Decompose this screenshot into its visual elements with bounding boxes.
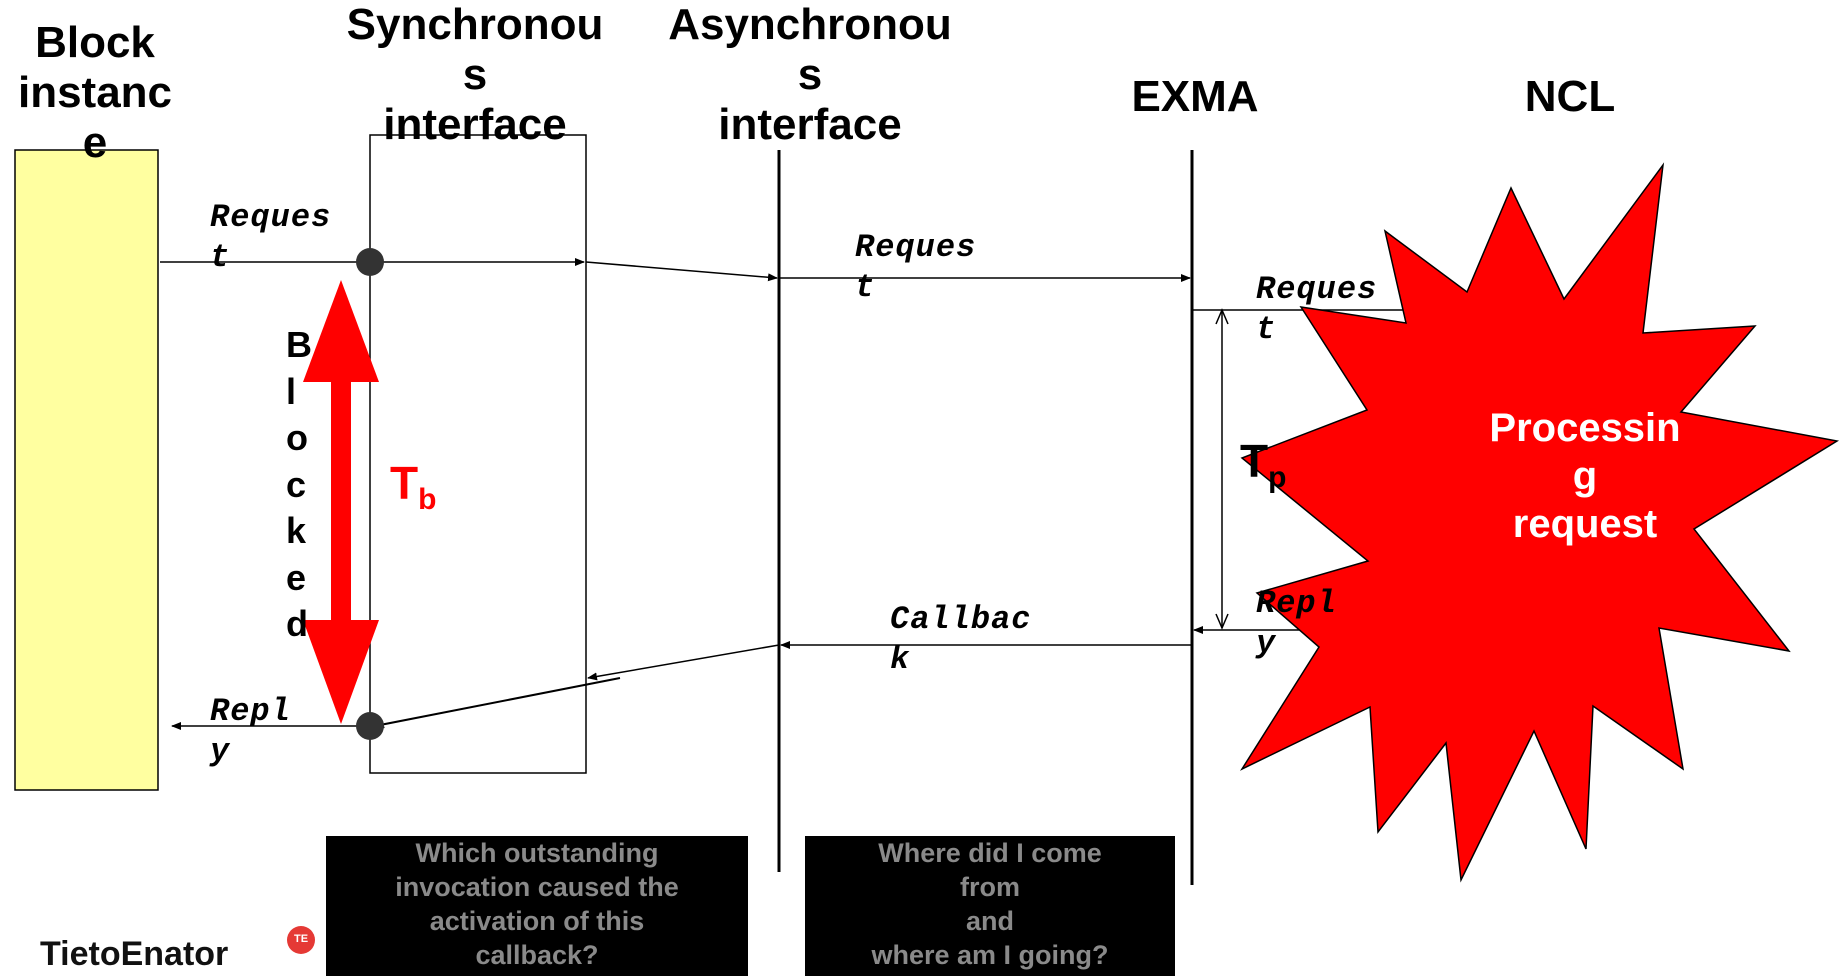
sync-call-dot	[356, 248, 384, 276]
request-label-2: Reques t	[855, 229, 977, 306]
logo-badge-text: TE	[293, 933, 309, 945]
block-instance-box	[14, 149, 159, 791]
participant-exma: EXMA	[1131, 72, 1259, 121]
tb-arrow-shaft	[331, 375, 351, 625]
processing-starburst	[1239, 162, 1840, 883]
logo-badge-circle	[287, 926, 315, 954]
processing-request-label: Processin g request	[1489, 406, 1681, 546]
sync-return-dot	[356, 712, 384, 740]
tp-arrow-head-down	[1215, 613, 1229, 630]
participant-async-interface: Asynchronou s interface	[668, 0, 952, 149]
participant-sync-interface: Synchronou s interface	[346, 0, 604, 149]
callback-label: Callbac k	[890, 601, 1032, 678]
request-label-3: Reques t	[1256, 271, 1378, 348]
reply-label-ncl: Repl y	[1256, 585, 1337, 662]
question-box-right: Where did I come from and where am I goi…	[805, 836, 1175, 976]
tietoenator-logo: TietoEnator	[40, 935, 229, 973]
participant-ncl: NCL	[1524, 72, 1616, 121]
tb-label: Tb	[390, 457, 437, 517]
request-arrow-3	[585, 261, 778, 282]
tb-arrow-head-down	[303, 620, 379, 724]
request-label-1: Reques t	[210, 199, 332, 276]
tb-arrow-head-up	[303, 280, 379, 382]
callback-arrow-2	[587, 644, 780, 681]
participant-block-instance: Block instanc e	[17, 18, 173, 167]
reply-label-block: Repl y	[210, 693, 291, 770]
tp-label: Tp	[1240, 435, 1287, 495]
question-box-left: Which outstanding invocation caused the …	[326, 836, 748, 976]
callback-arrow-3	[374, 677, 621, 729]
sync-interface-box	[369, 134, 587, 774]
blocked-label: B l o c k e d	[286, 324, 312, 644]
tp-arrow-head-up	[1215, 308, 1229, 325]
